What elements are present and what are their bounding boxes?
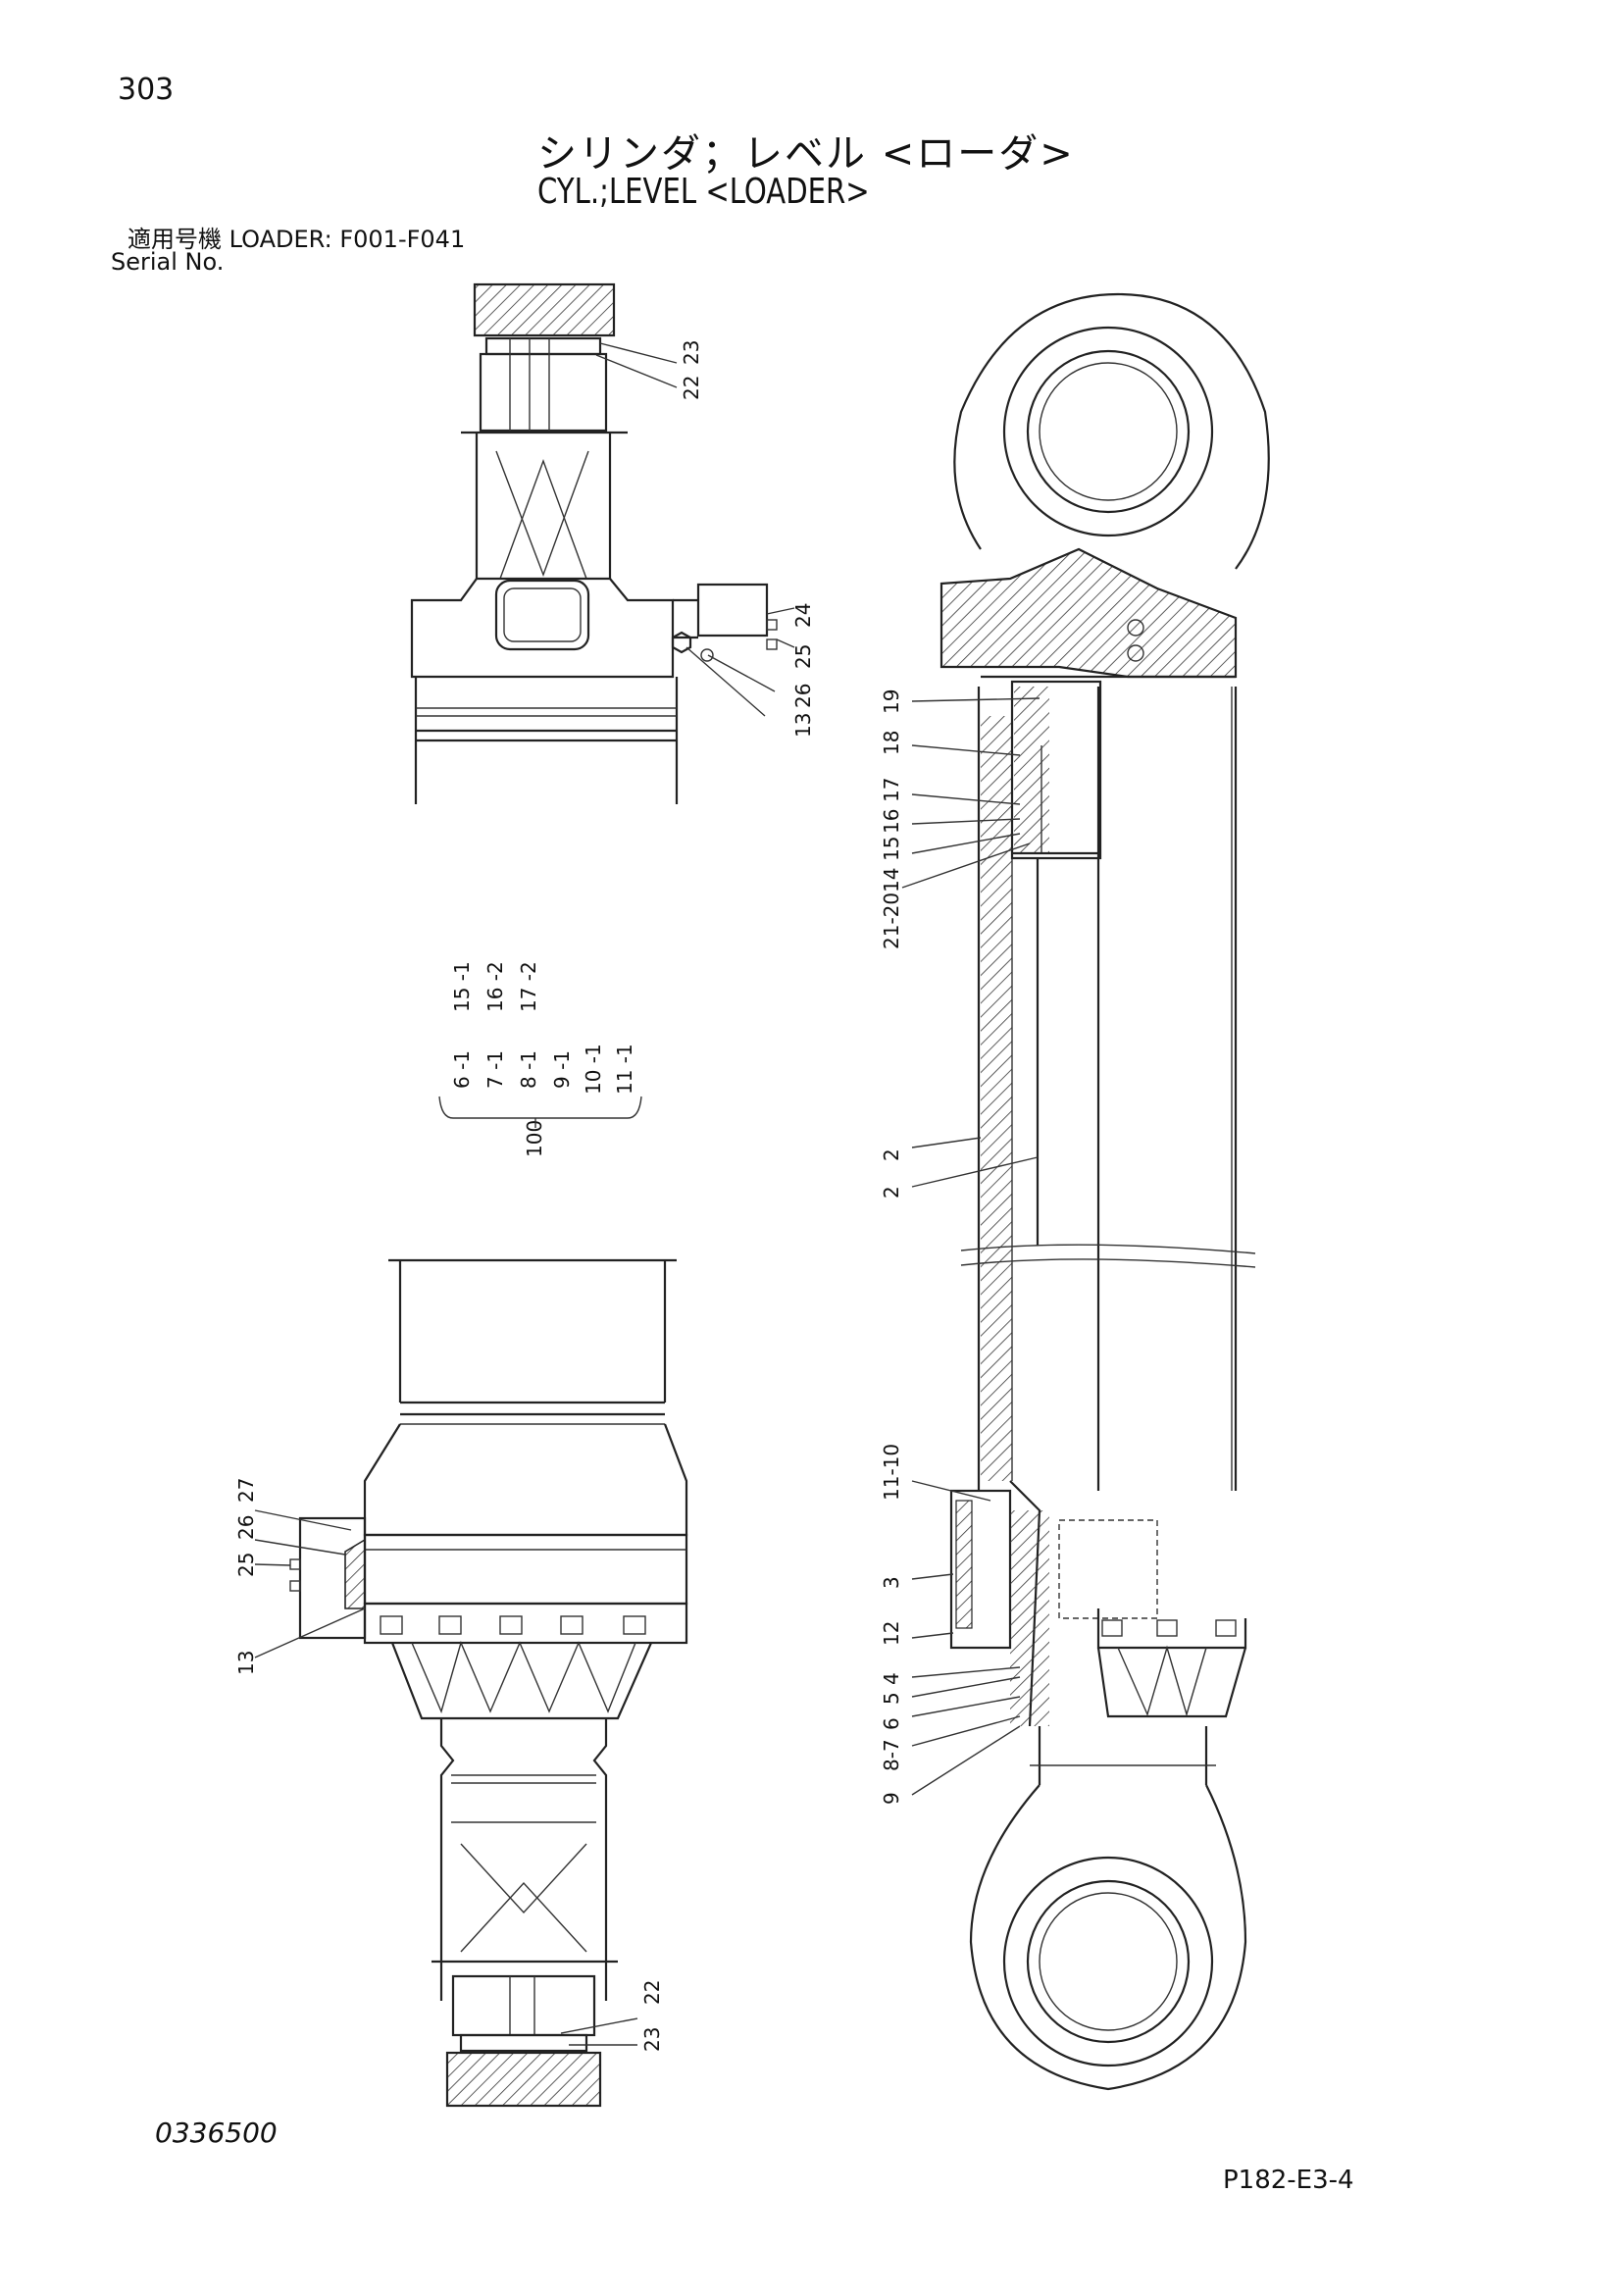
callout-13-lower: 13 [234, 1651, 258, 1675]
serial-label: Serial No. [111, 248, 225, 276]
kit-number: 100 [523, 1120, 546, 1157]
figure-code: P182-E3-4 [1223, 2166, 1354, 2195]
leader-lines [254, 342, 1040, 2046]
callout-4: 4 [880, 1672, 903, 1685]
callout-24: 24 [791, 603, 815, 628]
callout-12: 12 [880, 1621, 903, 1646]
callout-22-bottom: 22 [640, 1980, 664, 2005]
applicability-label: 適用号機 LOADER: F001-F041 [127, 226, 466, 253]
title-english: CYL.;LEVEL <LOADER> [537, 172, 870, 212]
callout-27: 27 [234, 1478, 258, 1503]
page-number: 303 [118, 73, 175, 107]
callout-8-7: 8-7 [880, 1739, 903, 1771]
cylinder-assembly [939, 292, 1270, 2091]
kit-col2-item-3: 17 -2 [517, 961, 540, 1012]
callout-3: 3 [880, 1576, 903, 1589]
callout-23-bottom: 23 [640, 2027, 664, 2052]
callout-19: 19 [880, 689, 903, 714]
callout-11-10: 11-10 [880, 1444, 903, 1501]
kit-col2-item-1: 15 -1 [450, 961, 474, 1012]
callout-25-lower: 25 [234, 1553, 258, 1577]
callout-21-20: 21-20 [880, 893, 903, 949]
kit-col1-item-2: 7 -1 [483, 1050, 507, 1089]
callout-5: 5 [880, 1692, 903, 1705]
kit-col1-item-3: 8 -1 [517, 1050, 540, 1089]
callout-25-top: 25 [791, 644, 815, 669]
callout-6: 6 [880, 1717, 903, 1730]
seal-kit-list: 100 6 -1 7 -1 8 -1 9 -1 10 -1 11 -1 15 -… [438, 961, 642, 1157]
kit-col1-item-1: 6 -1 [450, 1050, 474, 1089]
callout-14: 14 [880, 868, 903, 893]
callout-23-top: 23 [680, 340, 703, 365]
callout-17: 17 [880, 778, 903, 802]
callout-16: 16 [880, 809, 903, 834]
kit-col1-item-5: 10 -1 [582, 1044, 605, 1095]
document-number: 0336500 [155, 2117, 278, 2149]
title-japanese: シリンダ；レベル <ローダ> [537, 131, 1075, 177]
callout-18: 18 [880, 731, 903, 755]
callout-2-upper: 2 [880, 1148, 903, 1161]
callout-26-lower: 26 [234, 1515, 258, 1540]
callout-13-top: 13 [791, 713, 815, 738]
callout-2-lower: 2 [880, 1186, 903, 1199]
kit-col1-item-6: 11 -1 [613, 1044, 636, 1095]
callout-26-top: 26 [791, 684, 815, 708]
callout-15: 15 [880, 837, 903, 861]
callout-9: 9 [880, 1792, 903, 1805]
callout-labels: 23 22 24 25 26 13 19 18 17 16 15 14 21-2… [234, 340, 903, 2052]
kit-col1-item-4: 9 -1 [550, 1050, 574, 1089]
head-end-detail [410, 282, 778, 804]
callout-22-top: 22 [680, 376, 703, 400]
rod-end-detail [289, 1258, 688, 2108]
kit-col2-item-2: 16 -2 [483, 961, 507, 1012]
